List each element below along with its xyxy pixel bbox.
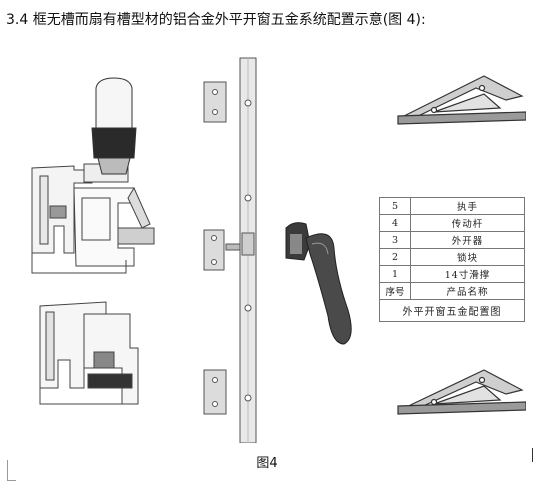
legend-row-name: 锁块 xyxy=(410,248,525,266)
legend-header-name: 产品名称 xyxy=(410,282,525,300)
legend-row: 5 执手 xyxy=(379,197,525,215)
legend-header-row: 序号 产品名称 xyxy=(379,282,525,300)
hardware-legend-table: 5 执手 4 传动杆 3 外开器 2 锁块 1 14寸滑撑 序号 产品名称 外平… xyxy=(379,197,525,322)
window-handle-illustration xyxy=(285,222,352,345)
hardware-diagram xyxy=(31,57,526,443)
page-corner-mark xyxy=(7,460,16,481)
legend-row-number: 3 xyxy=(379,231,411,249)
legend-row: 2 锁块 xyxy=(379,248,525,266)
legend-row-number: 2 xyxy=(379,248,411,266)
section-heading: 3.4 框无槽而扇有槽型材的铝合金外平开窗五金系统配置示意(图 4): xyxy=(6,12,426,28)
handle-spindle xyxy=(225,243,241,251)
legend-row-name: 14寸滑撑 xyxy=(410,265,525,283)
legend-row-number: 4 xyxy=(379,214,411,232)
legend-header-number: 序号 xyxy=(379,282,411,300)
legend-row-number: 5 xyxy=(379,197,411,215)
legend-row-name: 传动杆 xyxy=(410,214,525,232)
figure-caption: 图4 xyxy=(256,456,278,471)
lock-keeper-top xyxy=(203,81,227,123)
frame-profile-section-upper xyxy=(31,163,155,274)
friction-stay-top xyxy=(397,75,526,125)
legend-row-name: 外开器 xyxy=(410,231,525,249)
frame-profile-section-lower xyxy=(39,301,139,405)
legend-row: 4 传动杆 xyxy=(379,214,525,232)
transmission-rod-illustration xyxy=(239,57,257,443)
legend-title-row: 外平开窗五金配置图 xyxy=(379,299,525,322)
legend-row: 1 14寸滑撑 xyxy=(379,265,525,283)
lock-keeper-middle xyxy=(203,229,225,271)
lock-keeper-bottom xyxy=(203,369,227,415)
handle-cap-illustration xyxy=(91,77,137,175)
legend-title: 外平开窗五金配置图 xyxy=(379,299,525,322)
legend-row-number: 1 xyxy=(379,265,411,283)
legend-row: 3 外开器 xyxy=(379,231,525,249)
legend-row-name: 执手 xyxy=(410,197,525,215)
text-cursor xyxy=(532,448,533,462)
friction-stay-bottom xyxy=(397,369,526,415)
